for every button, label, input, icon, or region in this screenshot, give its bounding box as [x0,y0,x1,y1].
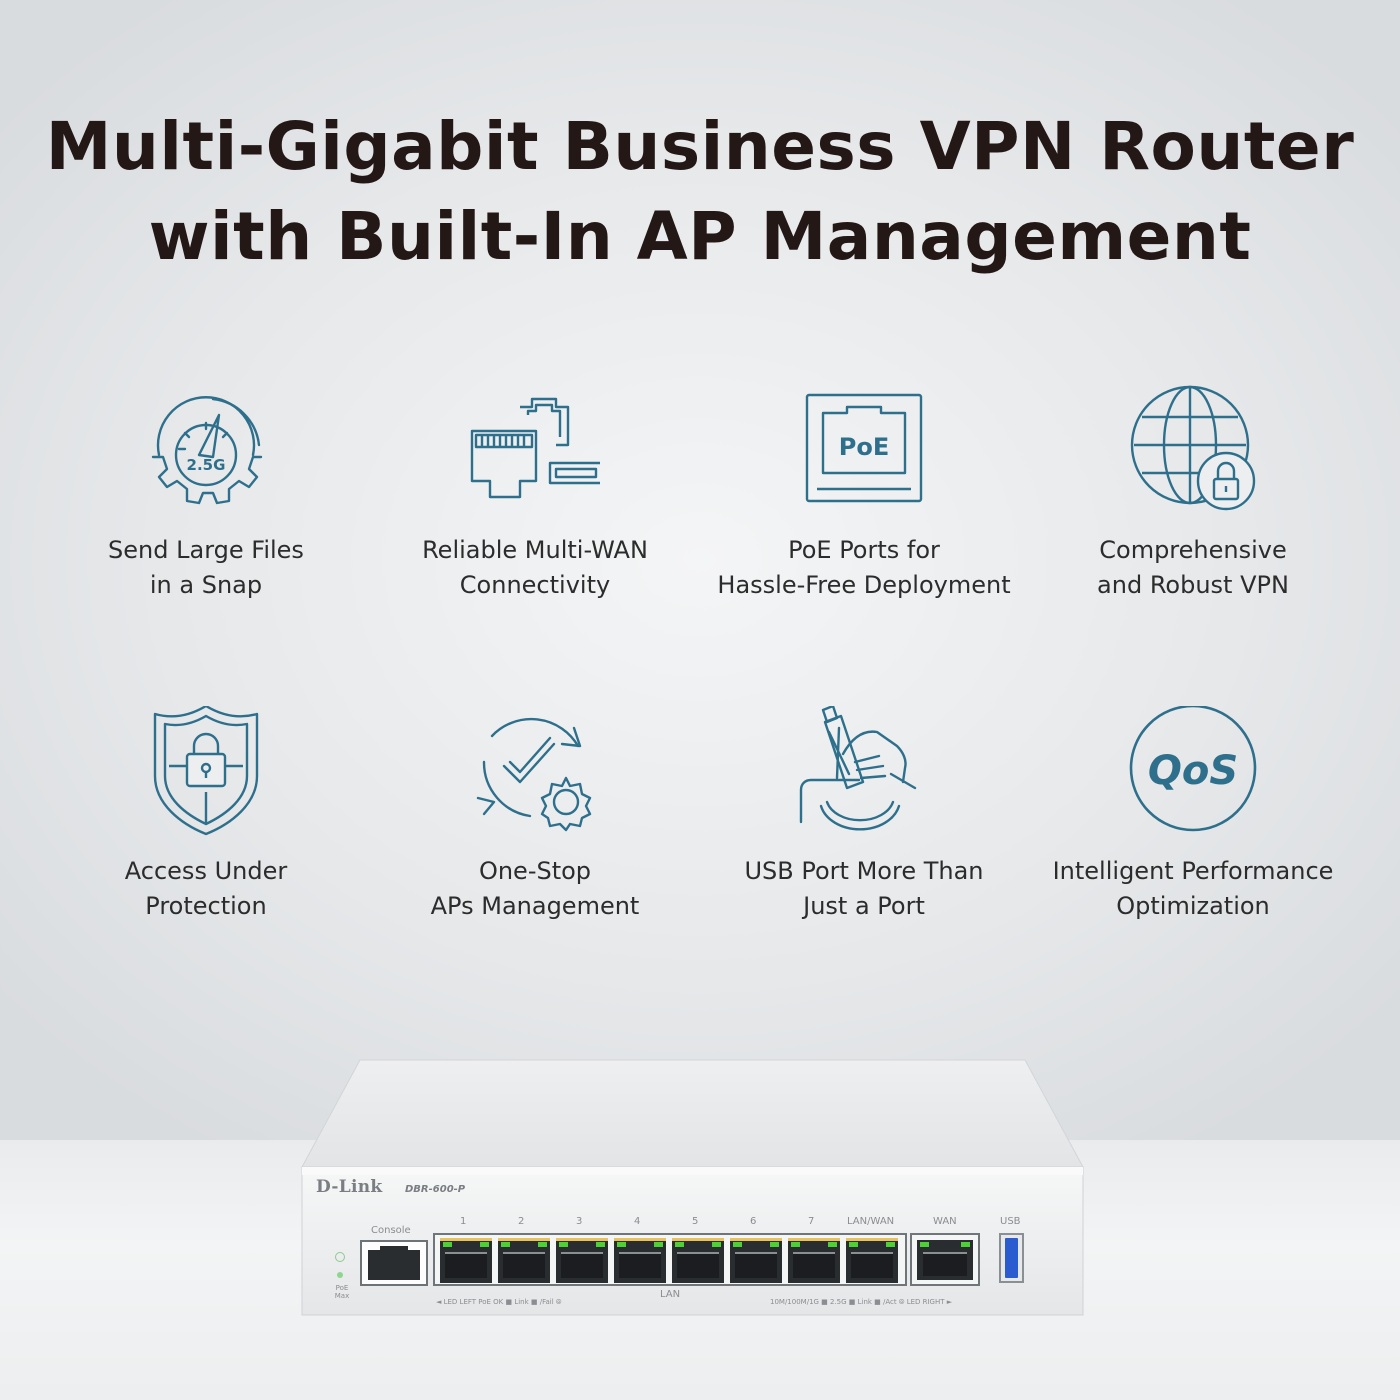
lan-port-number: 6 [750,1216,757,1227]
headline-line-2: with Built-In AP Management [148,198,1252,275]
power-icon [335,1252,345,1262]
poe-port-icon: PoE [799,385,929,515]
console-port [360,1240,428,1286]
lan-label: LAN [660,1289,681,1300]
lan-port-number: 1 [460,1216,467,1227]
feature-label: USB Port More Than Just a Port [744,857,984,920]
console-label: Console [371,1225,411,1236]
lanwan-label: LAN/WAN [847,1216,895,1227]
poe-max-label: PoE Max [334,1284,350,1300]
headline-line-1: Multi-Gigabit Business VPN Router [45,108,1355,185]
wan-port [917,1240,973,1280]
qos-circle-icon: QoS [1128,706,1258,836]
led-left-legend: ◄ LED LEFT PoE OK ■ Link ■ /Fail ⦾ [436,1298,562,1306]
usb-hand-icon [799,706,929,836]
lan-port-number: 7 [808,1216,815,1227]
lan-port-number: 3 [576,1216,583,1227]
shield-lock-icon [141,706,271,836]
network-ports-icon [470,385,600,515]
lan-port-number: 4 [634,1216,641,1227]
feature-label: PoE Ports for Hassle-Free Deployment [717,536,1011,599]
wan-label: WAN [933,1216,957,1227]
lan-port [788,1238,840,1283]
headline: Multi-Gigabit Business VPN Router with B… [0,102,1400,282]
speed-icon-text: 2.5G [187,456,226,474]
feature-label: One-Stop APs Management [430,857,640,920]
speedometer-gear-icon: 2.5G [141,385,271,515]
led-right-legend: 10M/100M/1G ■ 2.5G ■ Link ■ /Act ⦾ LED R… [770,1298,953,1306]
poe-icon-text: PoE [839,433,889,461]
qos-icon-text: QoS [1148,748,1238,794]
lan-port-number: 2 [518,1216,525,1227]
usb-label: USB [1000,1216,1021,1227]
router-brand-logo: D-Link [316,1177,383,1197]
lan-port [846,1238,898,1283]
lan-port [556,1238,608,1283]
check-gear-cycle-icon [470,706,600,836]
feature-label: Access Under Protection [124,857,288,920]
feature-label: Comprehensive and Robust VPN [1097,536,1289,599]
feature-label: Send Large Files in a Snap [108,536,304,599]
lan-port [672,1238,724,1283]
feature-label: Reliable Multi-WAN Connectivity [422,536,648,599]
lan-port [440,1238,492,1283]
router-model: DBR-600-P [405,1184,466,1195]
usb-port [999,1233,1024,1283]
feature-label: Intelligent Performance Optimization [1052,857,1334,920]
globe-lock-icon [1128,385,1258,515]
lan-port [730,1238,782,1283]
lan-port [614,1238,666,1283]
poe-max-led [337,1272,343,1278]
lan-port-number: 5 [692,1216,699,1227]
lan-port [498,1238,550,1283]
